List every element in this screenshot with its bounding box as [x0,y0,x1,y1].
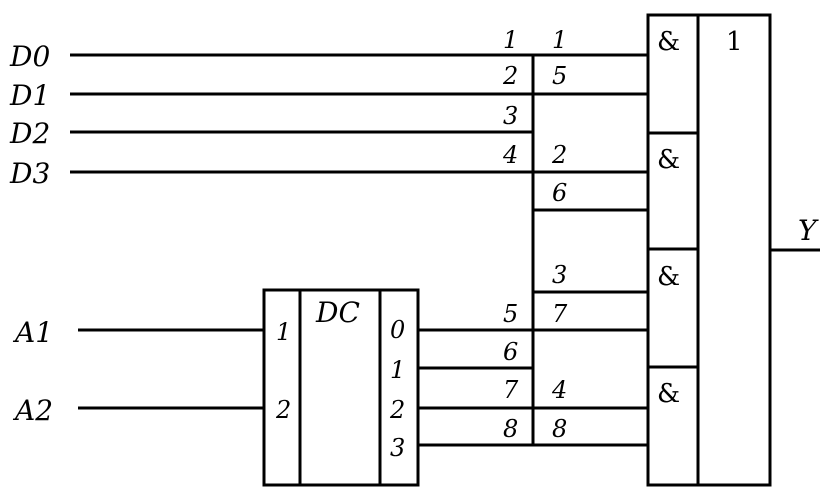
left-num-4: 4 [502,141,518,169]
left-num-1: 1 [503,26,518,54]
right-num-6: 6 [552,179,567,207]
label-d1: D1 [9,79,50,112]
or-gate-symbol: 1 [726,27,743,57]
left-num-8: 8 [503,415,518,443]
right-num-5: 5 [552,62,567,90]
label-d3: D3 [9,157,50,190]
and-gate-4-symbol: & [657,379,680,409]
decoder-in-pin-1: 1 [276,318,291,346]
right-num-8: 8 [552,415,567,443]
right-num-7: 7 [552,300,568,328]
left-num-5: 5 [503,300,518,328]
left-num-2: 2 [502,62,518,90]
left-num-3: 3 [503,102,518,130]
and-gate-3-symbol: & [657,262,680,292]
left-num-7: 7 [503,376,519,404]
and-gate-1-symbol: & [657,27,680,57]
right-num-3: 3 [552,261,567,289]
decoder-out-pin-3: 3 [390,434,405,462]
right-num-4: 4 [551,376,567,404]
decoder-out-pin-0: 0 [390,316,405,344]
label-a2: A2 [12,394,53,427]
label-a1: A1 [12,316,53,349]
or-gate [696,13,772,487]
and-gate-2-symbol: & [657,145,680,175]
decoder-block [262,288,420,487]
label-d0: D0 [9,40,50,73]
decoder-out-pin-1: 1 [390,356,405,384]
right-num-2: 2 [551,141,567,169]
left-num-6: 6 [503,338,518,366]
label-d2: D2 [9,117,50,150]
decoder-in-pin-2: 2 [275,396,291,424]
decoder-out-pin-2: 2 [389,396,405,424]
decoder-title: DC [315,296,360,329]
right-num-1: 1 [552,26,567,54]
label-y: Y [798,214,819,247]
